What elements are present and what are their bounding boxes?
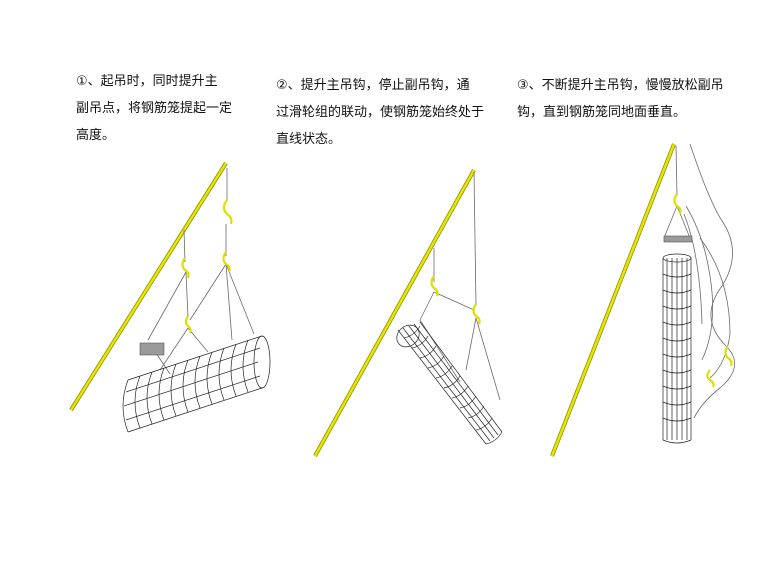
spreader-bar [663, 235, 693, 243]
step-2-caption: ②、提升主吊钩，停止副吊钩，通 过滑轮组的联动，使钢筋笼始终处于 直线状态。 [276, 78, 485, 147]
crane-boom [550, 143, 676, 457]
hook [181, 199, 233, 334]
crane-boom [69, 161, 228, 412]
hoist-ropes [419, 171, 501, 401]
rebar-cage [396, 321, 503, 445]
step-3-caption: ③、不断提升主吊钩，慢慢放松副吊 钩，直到钢筋笼同地面垂直。 [517, 78, 724, 120]
crane-boom [313, 169, 476, 457]
hoist-ropes [663, 143, 735, 419]
rebar-cage [662, 253, 692, 444]
hook [673, 193, 733, 388]
step-1-caption: ①、起吊时，同时提升主 副吊点，将钢筋笼提起一定 高度。 [76, 74, 233, 143]
spreader-bar [139, 342, 165, 356]
rebar-cage [122, 335, 271, 433]
hook [430, 275, 481, 325]
